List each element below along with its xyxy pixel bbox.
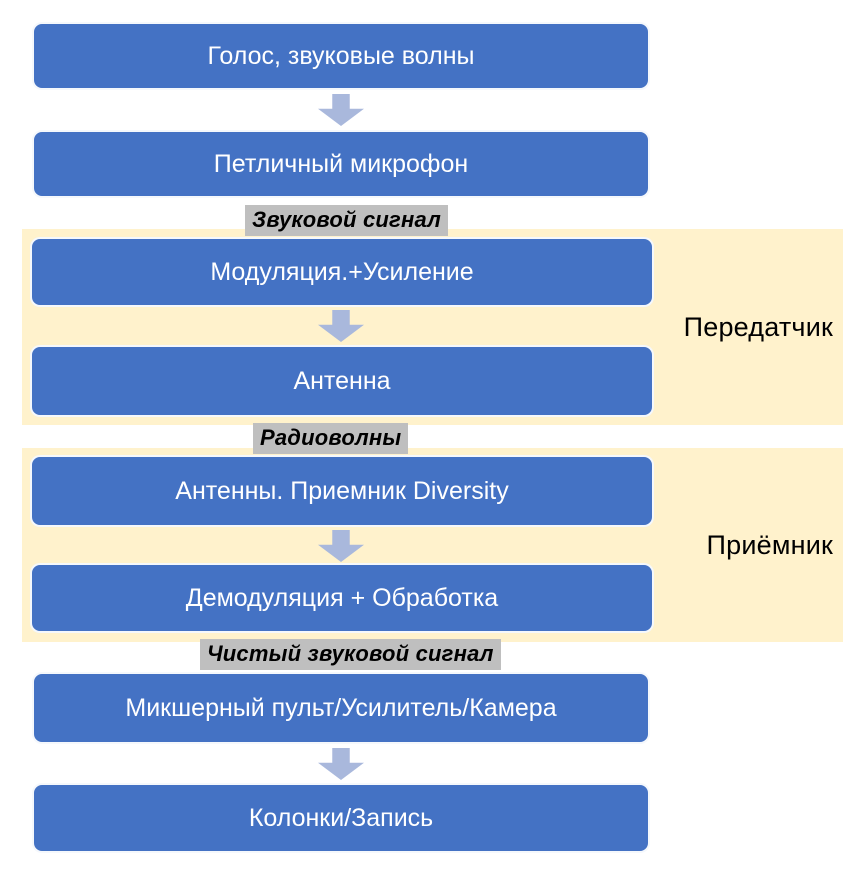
signal-label-radio-waves: Радиоволны bbox=[253, 423, 409, 454]
flow-box-demodulation-processing: Демодуляция + Обработка bbox=[30, 563, 654, 633]
flow-box-mixer-amplifier-camera: Микшерный пульт/Усилитель/Камера bbox=[32, 672, 650, 744]
down-arrow-icon bbox=[318, 94, 364, 126]
flow-box-voice-sound-waves: Голос, звуковые волны bbox=[32, 22, 650, 90]
group-receiver-label: Приёмник bbox=[706, 529, 833, 560]
group-transmitter-label: Передатчик bbox=[683, 311, 833, 342]
flow-box-lavalier-mic: Петличный микрофон bbox=[32, 130, 650, 198]
flow-box-antennas-diversity-receiver: Антенны. Приемник Diversity bbox=[30, 455, 654, 527]
flow-box-antenna: Антенна bbox=[30, 345, 654, 417]
flow-box-modulation-amplification: Модуляция.+Усиление bbox=[30, 237, 654, 307]
signal-label-audio-signal: Звуковой сигнал bbox=[245, 205, 449, 236]
flow-box-speakers-recording: Колонки/Запись bbox=[32, 783, 650, 853]
down-arrow-icon bbox=[318, 748, 364, 780]
signal-label-clean-audio-signal: Чистый звуковой сигнал bbox=[200, 639, 501, 670]
